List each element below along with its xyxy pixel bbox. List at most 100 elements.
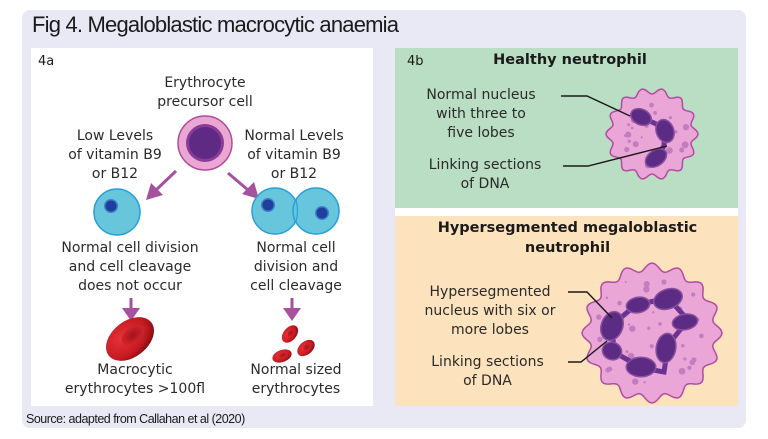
granule [691,292,696,297]
precursor-line-1: Erythrocyte [164,75,246,91]
granule [683,357,687,361]
macrocytic-label: Macrocytic erythrocytes >100fl [55,361,215,399]
granule [624,146,630,153]
normal-levels-line-3: or B12 [270,166,318,182]
panel-label-4a: 4a [38,54,55,69]
cell-membrane [605,88,699,180]
low-levels-line-2: of vitamin B9 [68,147,162,163]
source-citation: Source: adapted from Callahan et al (202… [26,412,245,426]
nucleus-lobe [627,297,649,313]
nucleus-lobe [656,334,676,362]
undivided-cell [93,188,141,236]
healthy-nucleus-line-2: with three to [436,106,526,122]
granule [680,149,684,153]
granule [617,300,622,306]
hypersegmented-neutrophil [581,262,723,404]
granule [682,124,690,131]
granule [643,381,646,384]
leader-line-hyper-nucleus [568,291,613,319]
precursor-line-2: precursor cell [157,94,253,110]
arrow-low-levels [146,169,178,200]
granule [699,333,704,339]
granule [643,286,650,293]
nucleus-lobe [646,149,666,167]
granule [625,131,632,138]
granule [687,365,692,370]
granule [682,369,685,372]
granule [649,344,654,349]
granule [647,326,651,330]
nucleus-lobe [601,312,623,340]
hyper-dna-label: Linking sections of DNA [410,353,565,391]
granule [643,281,650,288]
granule [627,123,631,127]
nucleus-lobe [673,314,697,330]
arrow-down-left [122,298,140,321]
arrow-normal-levels [227,171,259,199]
granule [597,336,603,343]
granule [649,102,654,108]
granule [674,130,678,134]
granule [630,126,634,130]
granule [652,311,655,314]
leader-line-dna [563,145,668,167]
healthy-dna-line-1: Linking sections [428,157,542,173]
nucleus-lobe [627,358,655,376]
normal-sized-line-1: Normal sized [250,362,342,378]
nucleus-lobe [656,120,674,142]
normal-sized-line-2: erythrocytes [251,381,341,397]
no-division-line-3: does not occur [78,278,182,294]
healthy-nucleus-label: Normal nucleus with three to five lobes [410,86,552,143]
nucleus-lobe [654,289,682,309]
low-levels-line-1: Low Levels [76,128,154,144]
hyper-nucleus-line-2: nucleus with six or [424,303,556,319]
granule [632,378,639,385]
granule [625,350,629,354]
granule [678,367,686,375]
granule [605,367,611,373]
granule [681,343,685,348]
arrow-down-right [283,298,301,321]
normal-sized-label: Normal sized erythrocytes [240,361,352,399]
macrocytic-line-2: erythrocytes >100fl [64,381,206,397]
nucleus-lobe [631,109,651,125]
low-levels-line-3: or B12 [91,166,139,182]
granule [658,322,662,326]
no-division-label: Normal cell division and cell cleavage d… [45,239,215,296]
normal-division-line-3: cell cleavage [250,278,342,294]
hyper-nucleus-line-1: Hypersegmented [429,284,551,300]
cell-membrane [581,262,723,404]
granule [661,279,667,285]
granule [632,141,639,148]
hyper-neutrophil-title: Hypersegmented megaloblastic neutrophil [405,218,730,258]
granule [691,357,697,363]
normal-levels-line-1: Normal Levels [244,128,344,144]
granule [629,325,636,332]
granule [681,141,689,149]
leader-line-hyper-dna [568,340,608,363]
hyper-nucleus-label: Hypersegmented nucleus with six or more … [410,283,570,340]
granule [653,110,657,115]
leader-line-nucleus [561,95,631,117]
precursor-label: Erythrocyte precursor cell [145,74,265,112]
dividing-cells [251,187,340,235]
granule [627,139,631,143]
hyper-title-line-1: Hypersegmented megaloblastic [437,220,698,236]
healthy-dna-label: Linking sections of DNA [410,156,560,194]
no-division-line-2: and cell cleavage [68,259,192,275]
hyper-title-line-2: neutrophil [524,240,611,256]
granule [627,352,635,360]
granule [605,296,609,300]
granule [640,136,643,139]
normal-levels-line-2: of vitamin B9 [247,147,341,163]
hyper-dna-line-2: of DNA [463,373,512,389]
healthy-nucleus-line-1: Normal nucleus [426,87,536,103]
erythrocyte-precursor-cell [177,115,233,171]
normal-division-line-1: Normal cell [256,240,336,256]
figure-title: Fig 4. Megaloblastic macrocytic anaemia [32,12,399,37]
no-division-line-1: Normal cell division [61,240,199,256]
healthy-neutrophil-title: Healthy neutrophil [493,52,647,68]
granule [596,314,602,320]
normal-erythrocytes [272,325,315,363]
